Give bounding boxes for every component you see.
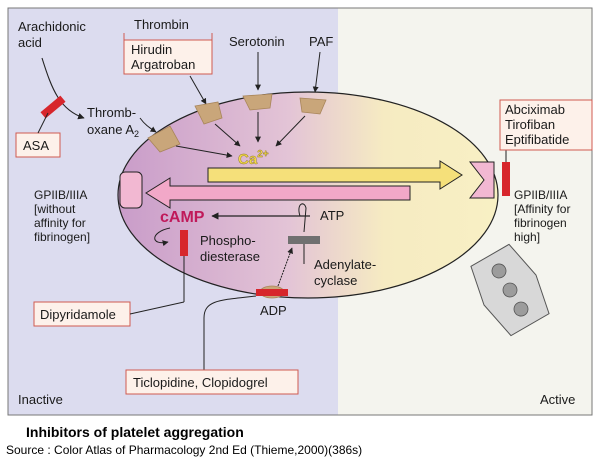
argatroban-label: Argatroban [131, 57, 195, 72]
gp-right-label-2: [Affinity for [514, 202, 570, 216]
thromboxane-subscript: 2 [134, 129, 139, 139]
thromboxane-label-2: oxane A2 [87, 122, 139, 139]
platelet-aggregation-diagram: Arachidonic acid ASA Thromb- oxane A2 Th… [7, 7, 593, 416]
asa-connector [37, 112, 49, 134]
asa-inhibitor-bar [40, 95, 66, 119]
granule-2 [502, 282, 518, 298]
pde-inhibitor-bar [180, 230, 188, 256]
abciximab-inhibitor-bar [502, 162, 510, 196]
activated-platelet [470, 243, 550, 337]
figure-caption-title: Inhibitors of platelet aggregation [26, 424, 244, 440]
paf-label: PAF [309, 34, 333, 49]
asa-drug-box [15, 132, 61, 158]
asa-drug-label: ASA [23, 138, 49, 153]
hirudin-drug-box [123, 39, 213, 75]
camp-label: cAMP [160, 209, 205, 226]
gpiib-iiia-inactive-receptor [119, 171, 143, 209]
gp-left-label-4: fibrinogen] [34, 230, 90, 244]
gp-right-label-1: GPIIB/IIIA [514, 188, 567, 202]
serotonin-label: Serotonin [229, 34, 285, 49]
hirudin-label: Hirudin [131, 42, 172, 57]
gp-left-label-2: [without [34, 202, 76, 216]
receptor-to-ca-arrow-4 [275, 115, 306, 147]
phosphodiesterase-label-2: diesterase [200, 249, 260, 264]
thrombin-label: Thrombin [134, 17, 189, 32]
arachidonic-acid-label: Arachidonic [18, 19, 86, 34]
arachidonic-acid-label-2: acid [18, 35, 42, 50]
inactive-label: Inactive [18, 392, 63, 407]
active-label: Active [540, 392, 575, 407]
calcium-superscript: 2+ [257, 149, 269, 160]
gp-right-label-4: high] [514, 230, 540, 244]
thrombin-arrow [189, 75, 207, 105]
ticlopidine-drug-box [125, 369, 299, 395]
serotonin-receptor [242, 93, 273, 111]
adp-to-cyclase-arrow [277, 247, 293, 287]
diagram-frame [7, 7, 593, 416]
phosphodiesterase-label-1: Phospho- [200, 233, 256, 248]
granule-3 [513, 301, 529, 317]
dipyridamole-connector [129, 301, 185, 315]
activation-arrow [207, 160, 463, 190]
adp-inhibitor-bar [256, 289, 288, 296]
gp-left-label-3: affinity for [34, 216, 86, 230]
thrombin-receptor [194, 101, 223, 125]
granule-1 [491, 263, 507, 279]
gp-left-label-1: GPIIB/IIIA [34, 188, 87, 202]
tirofiban-label: Tirofiban [505, 117, 555, 132]
dipyridamole-label: Dipyridamole [40, 307, 116, 322]
adenylate-cyclase-label-1: Adenylate- [314, 257, 376, 272]
gpiib-iiia-active-receptor [468, 161, 495, 199]
paf-arrow [312, 51, 321, 93]
dipyridamole-drug-box [33, 301, 131, 327]
arachidonic-to-thromboxane-arrow [41, 57, 85, 120]
thromboxane-label: Thromb- [87, 105, 136, 120]
atp-label: ATP [320, 208, 344, 223]
inactivation-arrow [145, 177, 411, 209]
calcium-text: Ca [238, 151, 258, 168]
ticlopidine-connector [203, 295, 257, 370]
thromboxane-receptor [147, 125, 181, 153]
ticlopidine-label: Ticlopidine, Clopidogrel [133, 375, 268, 390]
adp-label: ADP [260, 303, 287, 318]
paf-receptor [299, 97, 327, 115]
receptor-to-ca-arrow-1 [175, 145, 233, 159]
adenylate-cyclase-enzyme [288, 236, 320, 244]
gp-right-label-3: fibrinogen [514, 216, 567, 230]
thromboxane-text: oxane A [87, 122, 134, 137]
adenylate-cyclase-label-2: cyclase [314, 273, 357, 288]
calcium-label: Ca2+ [238, 149, 269, 168]
receptor-to-ca-arrow-2 [214, 123, 241, 147]
thromboxane-to-receptor-arrow [139, 117, 157, 133]
figure-caption-source: Source : Color Atlas of Pharmacology 2nd… [6, 443, 363, 457]
eptifibatide-label: Eptifibatide [505, 132, 569, 147]
atp-loop [298, 203, 307, 233]
gp-antagonists-drug-box [499, 99, 593, 151]
camp-loop-arrow [154, 227, 171, 247]
abciximab-label: Abciximab [505, 102, 565, 117]
